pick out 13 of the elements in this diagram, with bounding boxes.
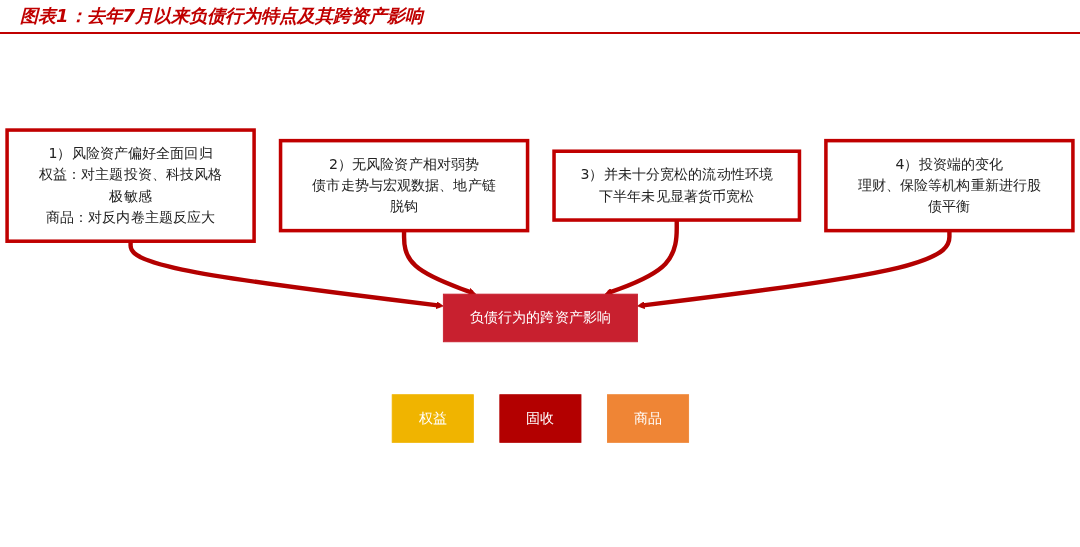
arrow (401, 230, 477, 296)
figure-title: 图表1：去年7月以来负债行为特点及其跨资产影响 (0, 0, 1080, 34)
node-box: 2）无风险资产相对弱势 债市走势与宏观数据、地产链脱钩 (278, 139, 530, 233)
node-box: 商品 (607, 394, 690, 444)
node-box: 4）投资端的变化 理财、保险等机构重新进行股债平衡 (824, 139, 1075, 233)
arrow (637, 230, 952, 310)
node-box: 1）风险资产偏好全面回归 权益：对主题投资、科技风格极敏感 商品：对反内卷主题反应大 (5, 128, 256, 244)
node-box: 固收 (499, 394, 582, 444)
node-box: 3）并未十分宽松的流动性环境 下半年未见显著货币宽松 (552, 149, 802, 223)
arrow (604, 220, 679, 296)
node-box: 权益 (391, 394, 474, 444)
node-box: 负债行为的跨资产影响 (442, 294, 638, 343)
arrow (128, 241, 444, 310)
